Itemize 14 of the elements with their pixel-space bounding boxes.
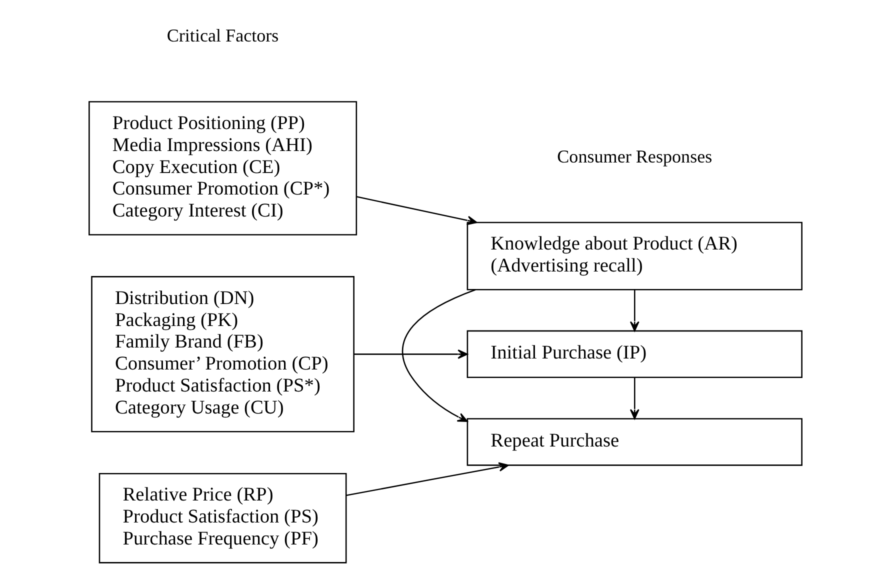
arrow	[346, 462, 509, 496]
arrow	[630, 378, 640, 420]
node-box: Initial Purchase (IP)	[466, 330, 802, 378]
node-box: Distribution (DN) Packaging (PK) Family Brand (FB) Consumer’ Promotion (CP) Product Satisfaction (PS*) Category Usage (CU)	[91, 276, 354, 432]
node-box: Relative Price (RP) Product Satisfaction (PS) Purchase Frequency (PF)	[98, 472, 347, 564]
node-box: Repeat Purchase	[466, 418, 802, 466]
label: Critical Factors	[166, 25, 279, 46]
arrow	[354, 349, 468, 359]
arrow	[356, 196, 478, 226]
label: Consumer Responses	[557, 146, 712, 167]
node-box: Knowledge about Product (AR) (Advertising recall)	[466, 222, 802, 290]
node-box: Product Positioning (PP) Media Impressions (AHI) Copy Execution (CE) Consumer Promotion (CP*) Category Interest (CI)	[88, 101, 358, 236]
arrow	[630, 290, 640, 332]
arrow	[402, 289, 476, 422]
